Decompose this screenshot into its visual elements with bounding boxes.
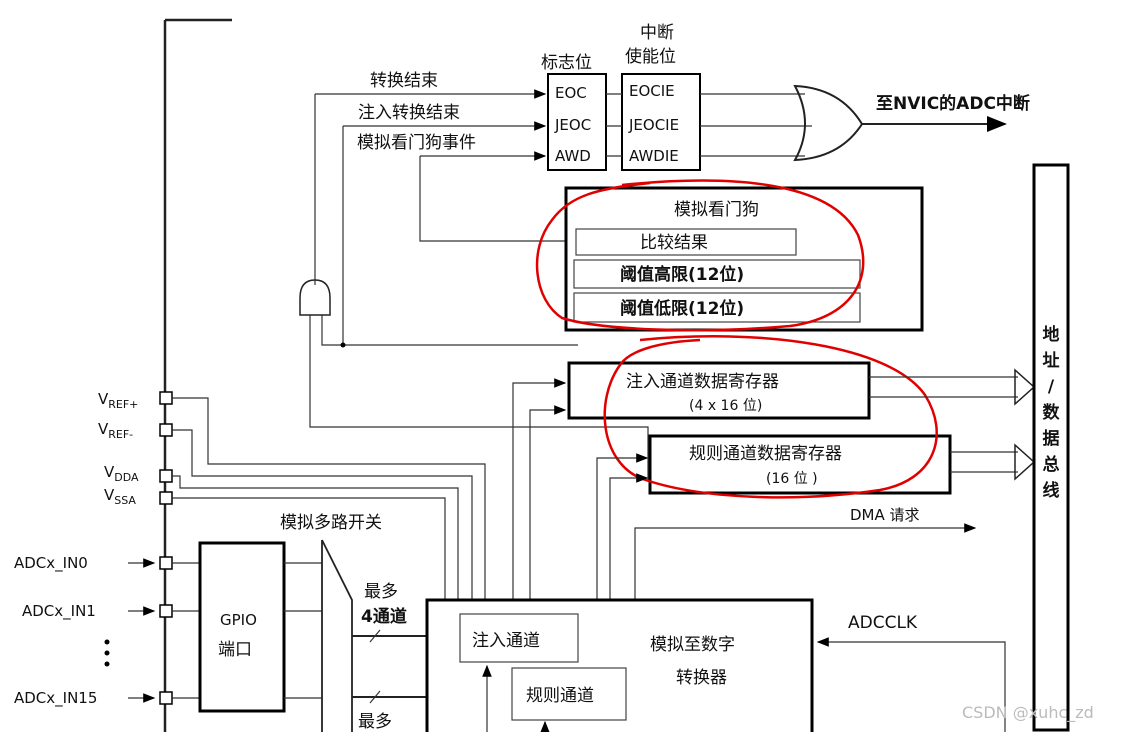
enable-eocie: EOCIE <box>629 82 675 100</box>
in0-label: ADCx_IN0 <box>14 554 88 573</box>
adcclk-line <box>816 637 1006 732</box>
enables-header-line1: 中断 <box>640 23 674 43</box>
bus-label: 地址/数据总线 <box>1043 324 1061 501</box>
injected-channel-box <box>459 613 579 663</box>
threshold-high-box <box>573 259 861 289</box>
flags-header: 标志位 <box>541 53 592 73</box>
pin-in15 <box>159 691 173 705</box>
vssa-label: VSSA <box>104 486 136 507</box>
red-annotation-watchdog <box>535 179 865 332</box>
flag-jeoc: JEOC <box>554 116 591 134</box>
adcclk-label: ADCCLK <box>848 613 918 633</box>
regular-register-line1: 规则通道数据寄存器 <box>689 444 842 464</box>
regular-register-line2: (16 位 ) <box>766 471 818 487</box>
flag-eoc: EOC <box>555 84 587 102</box>
gpio-line1: GPIO <box>220 611 257 629</box>
mux-label: 模拟多路开关 <box>280 513 382 533</box>
regular-channel-label: 规则通道 <box>526 686 594 706</box>
and-gate <box>299 279 331 316</box>
max4-line2: 4通道 <box>361 606 407 627</box>
regular-channel-box <box>511 667 627 721</box>
compare-result-label: 比较结果 <box>640 233 708 253</box>
in15-label: ADCx_IN15 <box>14 689 97 708</box>
dma-line <box>634 523 977 600</box>
enables-header-line2: 使能位 <box>625 46 676 67</box>
pin-vref-plus <box>159 391 173 405</box>
injected-data-register <box>567 361 871 420</box>
pin-in1 <box>159 604 173 618</box>
eoc-label: 转换结束 <box>370 71 438 91</box>
vref-minus-label: VREF- <box>98 420 133 441</box>
address-data-bus <box>1032 163 1070 732</box>
injected-register-line2: (4 x 16 位) <box>689 398 762 414</box>
pin-vssa <box>159 491 173 505</box>
threshold-low-box <box>573 292 861 323</box>
compare-result-box <box>575 228 797 256</box>
gpio-port <box>198 541 286 713</box>
injected-channel-label: 注入通道 <box>472 631 540 651</box>
flag-register-box <box>547 73 607 171</box>
vref-plus-label: VREF+ <box>98 390 138 411</box>
vdda-label: VDDA <box>104 463 139 484</box>
or-gate <box>793 84 864 162</box>
red-annotation-registers <box>603 335 938 499</box>
enable-register-box <box>621 73 701 171</box>
watermark: CSDN @xuhc_zd <box>962 703 1094 723</box>
gpio-line2: 端口 <box>218 640 252 660</box>
adc-line2: 转换器 <box>676 668 727 688</box>
max-bottom-label: 最多 <box>358 712 392 732</box>
pin-vref-minus <box>159 423 173 437</box>
injected-register-line1: 注入通道数据寄存器 <box>626 372 779 392</box>
nvic-label: 至NVIC的ADC中断 <box>876 93 1030 114</box>
threshold-low-label: 阈值低限(12位) <box>620 298 744 319</box>
pin-vdda <box>159 469 173 483</box>
flag-awd: AWD <box>555 147 591 165</box>
dma-label: DMA 请求 <box>850 506 920 524</box>
enable-awdie: AWDIE <box>629 147 679 165</box>
adc-line1: 模拟至数字 <box>650 635 735 655</box>
watchdog-title: 模拟看门狗 <box>674 200 759 220</box>
in1-label: ADCx_IN1 <box>22 602 96 621</box>
awd-label: 模拟看门狗事件 <box>357 133 476 153</box>
analog-mux <box>321 539 353 732</box>
enable-jeocie: JEOCIE <box>628 116 679 134</box>
threshold-high-label: 阈值高限(12位) <box>620 264 744 285</box>
jeoc-label: 注入转换结束 <box>358 103 460 123</box>
pin-in0 <box>159 556 173 570</box>
max4-line1: 最多 <box>364 582 398 602</box>
